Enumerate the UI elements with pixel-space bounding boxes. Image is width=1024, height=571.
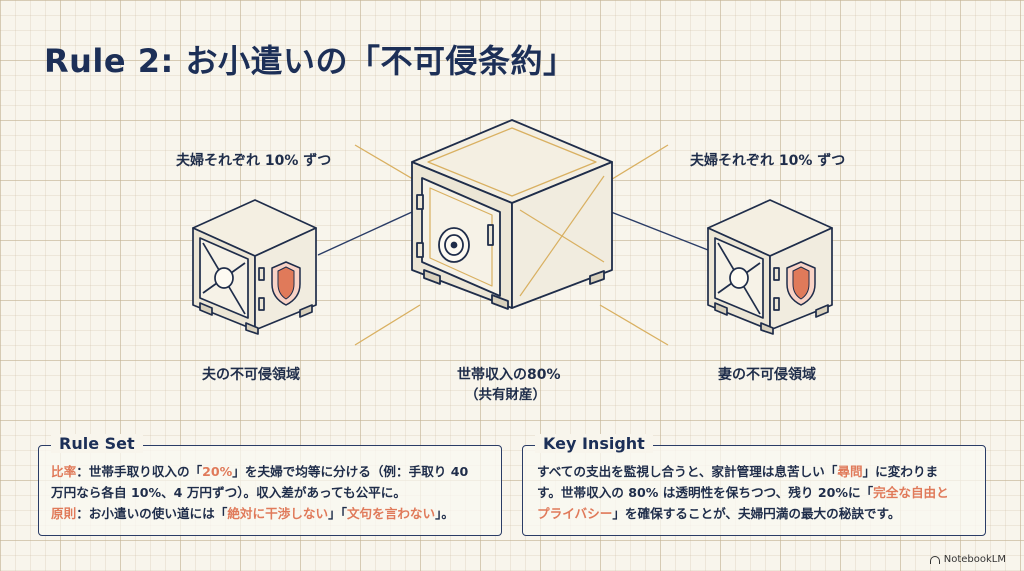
freedom-highlight: 完全な自由と (873, 485, 949, 500)
key-insight-title: Key Insight (535, 434, 653, 453)
principle-label: 原則 (51, 506, 77, 521)
center-caption-line2: （共有財産） (465, 387, 546, 403)
notebooklm-badge: NotebookLM (929, 554, 1006, 565)
vault-diagram (192, 119, 833, 346)
shield-icon (271, 261, 301, 306)
key-insight-panel: Key Insight すべての支出を監視し合うと、家計管理は息苦しい「尋問」に… (522, 434, 986, 536)
notebooklm-logo-icon (929, 555, 940, 564)
ratio-label: 比率 (51, 464, 77, 479)
shield-icon (786, 261, 816, 306)
rule-set-body: 比率：世帯手取り収入の「20%」を夫婦で均等に分ける（例：手取り 40 万円なら… (51, 461, 487, 524)
key-insight-line-1: すべての支出を監視し合うと、家計管理は息苦しい「尋問」に変わりま (537, 464, 939, 479)
connector-line-right (610, 211, 709, 251)
left-bottom-caption: 夫の不可侵領域 (202, 367, 300, 383)
center-caption-line1: 世帯収入の80% (457, 367, 561, 383)
key-insight-line-3: プライバシー」を確保することが、夫婦円満の最大の秘訣です。 (537, 506, 901, 521)
footer-brand: NotebookLM (943, 554, 1006, 565)
page-title: Rule 2: お小遣いの「不可侵条約」 (44, 42, 576, 80)
privacy-highlight: プライバシー (537, 506, 613, 521)
connector-line-left (317, 211, 413, 256)
rule-set-line-3: 原則：お小遣いの使い道には「絶対に干渉しない」「文句を言わない」。 (51, 506, 454, 521)
left-vault (192, 199, 317, 335)
right-vault (707, 199, 833, 335)
right-top-caption: 夫婦それぞれ 10% ずつ (690, 153, 846, 169)
interrogation-highlight: 尋問 (837, 464, 863, 479)
rule-set-line-1: 比率：世帯手取り収入の「20%」を夫婦で均等に分ける（例：手取り 40 (51, 464, 469, 479)
key-insight-body: すべての支出を監視し合うと、家計管理は息苦しい「尋問」に変わりま す。世帯収入の… (537, 461, 971, 524)
no-interfere-highlight: 絶対に干渉しない (227, 506, 329, 521)
rule-set-line-2: 万円なら各自 10%、4 万円ずつ）。収入差があっても公平に。 (51, 485, 406, 500)
key-insight-line-2: す。世帯収入の 80% は透明性を保ちつつ、残り 20%に「完全な自由と (537, 485, 949, 500)
rule-set-panel: Rule Set 比率：世帯手取り収入の「20%」を夫婦で均等に分ける（例：手取… (38, 434, 502, 536)
left-top-caption: 夫婦それぞれ 10% ずつ (176, 153, 332, 169)
no-complain-highlight: 文句を言わない (346, 506, 436, 521)
rule-set-title: Rule Set (51, 434, 143, 453)
right-bottom-caption: 妻の不可侵領域 (718, 367, 816, 383)
center-vault (411, 119, 613, 310)
ratio-highlight: 20% (202, 464, 233, 479)
